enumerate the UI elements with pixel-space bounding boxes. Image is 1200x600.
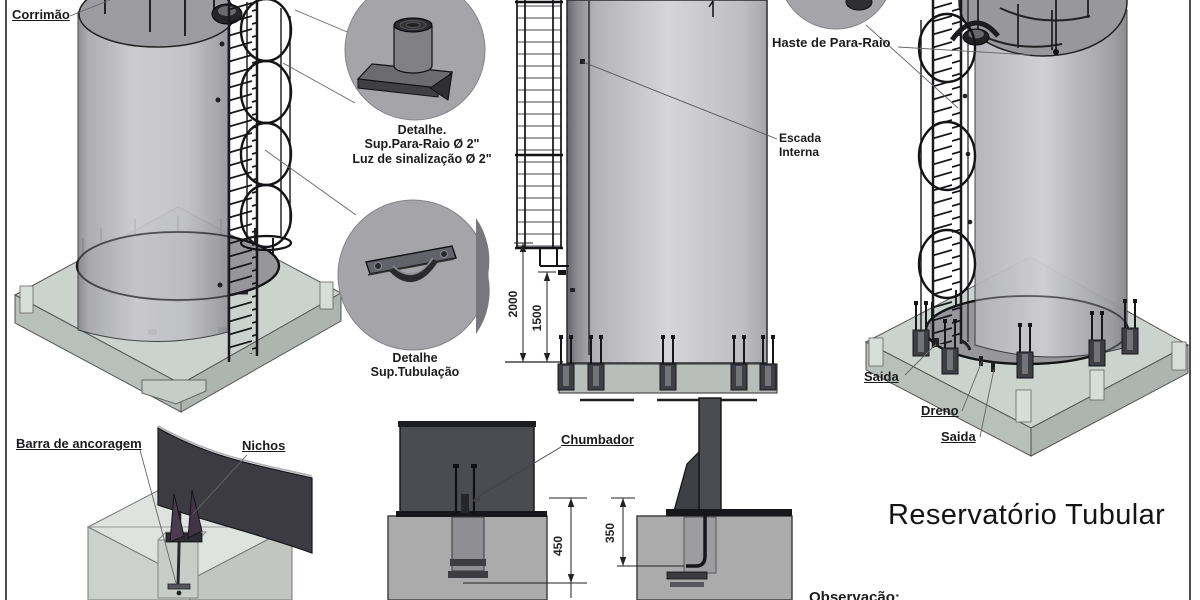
dim-1500: 1500 bbox=[530, 304, 544, 332]
escada-line1: Escada bbox=[779, 131, 822, 145]
label-nichos: Nichos bbox=[242, 438, 286, 453]
right-isometric-view bbox=[864, 0, 1190, 457]
anchor-section-right bbox=[611, 397, 793, 600]
left-caged-ladder bbox=[227, 0, 293, 362]
dim-450: 450 bbox=[551, 535, 565, 557]
right-tank-body bbox=[974, 5, 1128, 358]
anchorage-detail-view bbox=[86, 379, 313, 600]
detail-para-raio-line1: Detalhe. bbox=[397, 123, 447, 137]
label-barra-ancoragem: Barra de ancoragem bbox=[16, 436, 142, 451]
label-corrimao: Corrimão bbox=[12, 7, 70, 22]
detail-tubulacao-line2: Sup.Tubulação bbox=[370, 365, 460, 380]
detail-circle-tubulacao bbox=[264, 149, 490, 351]
escada-line2: Interna bbox=[779, 144, 820, 159]
right-caged-ladder bbox=[917, 0, 977, 348]
label-detail-tubulacao: Detalhe Sup.Tubulação bbox=[340, 351, 490, 380]
label-saida-1: Saida bbox=[864, 369, 899, 384]
note-header: Observação: bbox=[809, 589, 900, 600]
detail-tubulacao-line1: Detalhe bbox=[392, 351, 438, 365]
left-isometric-view bbox=[13, 0, 343, 413]
page-title: Reservatório Tubular bbox=[888, 499, 1166, 531]
label-chumbador: Chumbador bbox=[561, 432, 634, 447]
center-elevation-view bbox=[505, 0, 778, 402]
anchor-section-left bbox=[387, 421, 587, 600]
dim-2000: 2000 bbox=[506, 290, 520, 318]
center-dimensions bbox=[505, 242, 563, 363]
label-haste-para-raio: Haste de Para-Raio bbox=[772, 35, 891, 50]
left-handrail bbox=[104, 0, 215, 36]
left-tank-body bbox=[77, 11, 229, 343]
label-saida-2: Saida bbox=[941, 429, 976, 444]
detail-circle-para-raio bbox=[69, 0, 486, 121]
detail-para-raio-line3: Luz de sinalização Ø 2" bbox=[352, 151, 492, 166]
center-cage-ladder bbox=[515, 0, 569, 275]
label-detail-para-raio: Detalhe. Sup.Para-Raio Ø 2" Luz de sinal… bbox=[338, 123, 506, 166]
detail-para-raio-line2: Sup.Para-Raio Ø 2" bbox=[364, 137, 480, 152]
label-escada-interna: Escada Interna bbox=[779, 131, 822, 160]
label-dreno: Dreno bbox=[921, 403, 959, 418]
center-tank-body bbox=[566, 0, 768, 364]
detail-circle-haste bbox=[785, 0, 1031, 109]
sheet-frame bbox=[5, 0, 1191, 600]
dim-350: 350 bbox=[603, 522, 617, 544]
